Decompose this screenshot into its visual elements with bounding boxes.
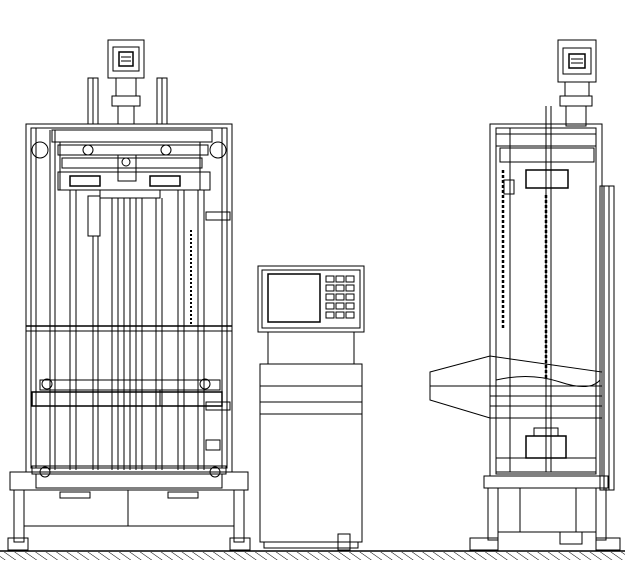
front-view — [8, 40, 250, 550]
main-frame — [26, 124, 232, 472]
guide-columns — [88, 78, 167, 124]
lower-mechanism — [32, 466, 226, 488]
side-motor — [558, 40, 596, 126]
side-lower-unit — [496, 428, 596, 474]
side-rail — [600, 186, 614, 490]
motor — [108, 40, 144, 124]
top-mechanism — [32, 130, 226, 198]
hmi-screen — [268, 274, 320, 322]
side-view — [430, 40, 620, 550]
side-tray — [430, 356, 602, 418]
vertical-rods — [50, 130, 204, 470]
side-chain — [503, 170, 546, 380]
base-frame — [8, 472, 250, 550]
control-cabinet — [258, 266, 364, 550]
ground-line — [0, 551, 625, 560]
keypad — [326, 276, 354, 318]
side-base — [470, 476, 620, 550]
carriage — [32, 379, 222, 406]
